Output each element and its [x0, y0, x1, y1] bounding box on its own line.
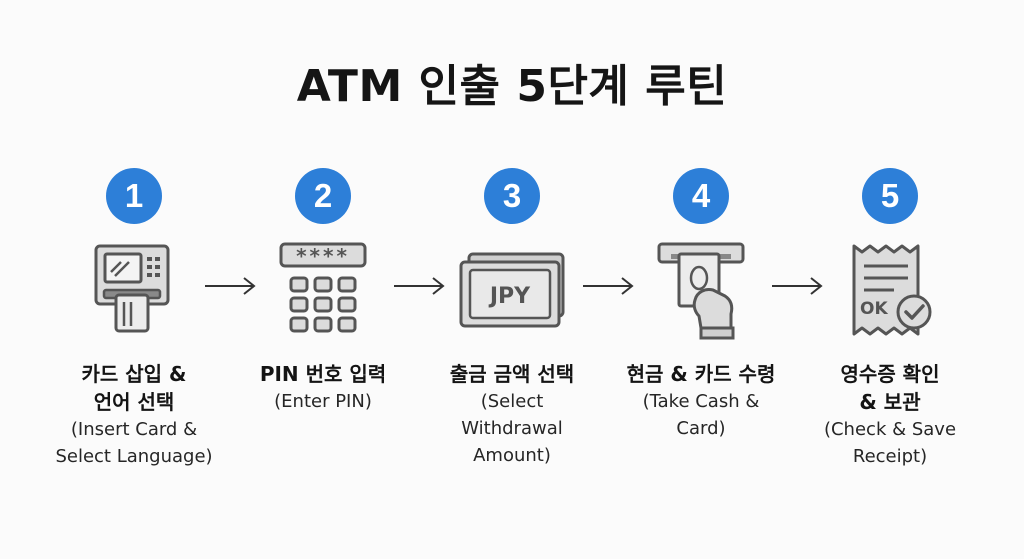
step-label-english-line2: Withdrawal	[461, 418, 563, 439]
step-label-korean: 현금 & 카드 수령	[626, 362, 776, 386]
cash-dispense-hand-icon	[651, 240, 751, 340]
step-label-korean-line2: & 보관	[859, 390, 921, 414]
pin-keypad-icon: ****	[273, 240, 373, 340]
jpy-banknote-icon: JPY	[457, 240, 567, 340]
step-label-english: (Insert Card &	[70, 419, 198, 440]
arrow-right-icon	[770, 275, 824, 297]
step-label-english-line2: Card)	[676, 418, 726, 439]
arrow-right-icon	[392, 275, 446, 297]
step-label-english: (Select	[480, 391, 544, 412]
page-title: ATM 인출 5단계 루틴	[296, 61, 728, 112]
step-number-badge: 4	[673, 168, 729, 224]
step-number-badge: 1	[106, 168, 162, 224]
pin-mask-text: ****	[296, 244, 350, 268]
step-5: 5 OK 영수증 확인 & 보관 (Check & Save Receipt)	[795, 168, 985, 470]
step-label-korean: 출금 금액 선택	[449, 362, 575, 386]
step-3: 3 JPY 출금 금액 선택 (Select Withdrawal Amount…	[417, 168, 607, 469]
step-4: 4 현금 & 카드 수령 (Take Cash & Card)	[606, 168, 796, 442]
step-label-english: (Enter PIN)	[274, 391, 372, 412]
step-label-korean: 카드 삽입 &	[81, 362, 187, 386]
step-1: 1 카드 삽입 & 언어 선택 (Insert Card & Select La…	[39, 168, 229, 470]
step-label-english-line2: Receipt)	[852, 446, 928, 467]
arrow-right-icon	[203, 275, 257, 297]
step-label-english-line3: Amount)	[473, 445, 551, 466]
step-label-english-line2: Select Language)	[55, 446, 213, 467]
receipt-check-icon: OK	[840, 240, 940, 340]
atm-card-slot-icon	[84, 240, 184, 340]
step-number-badge: 2	[295, 168, 351, 224]
arrow-right-icon	[581, 275, 635, 297]
receipt-ok-text: OK	[860, 299, 888, 319]
step-number-badge: 5	[862, 168, 918, 224]
step-label-korean-line2: 언어 선택	[93, 390, 175, 414]
step-number-badge: 3	[484, 168, 540, 224]
step-label-english: (Take Cash &	[642, 391, 760, 412]
currency-label: JPY	[488, 284, 531, 309]
step-2: 2 **** PIN 번호 입력 (Enter PIN)	[228, 168, 418, 415]
step-label-korean: PIN 번호 입력	[259, 362, 387, 386]
step-label-korean: 영수증 확인	[840, 362, 940, 386]
step-label-english: (Check & Save	[823, 419, 957, 440]
